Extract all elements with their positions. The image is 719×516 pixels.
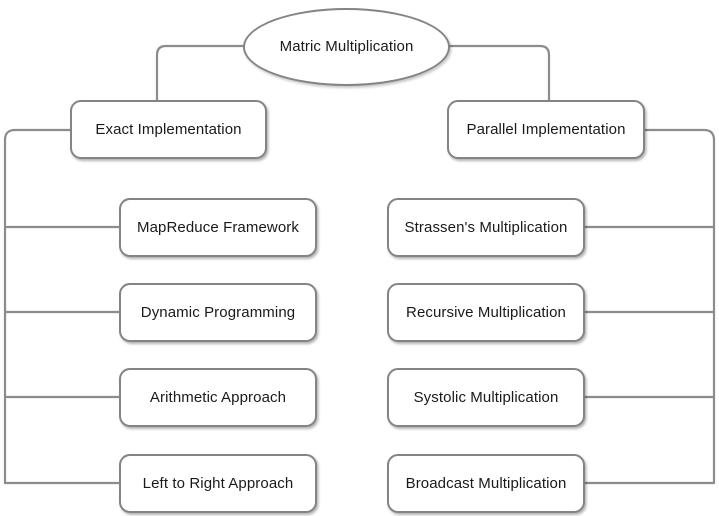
leaf-node-arithmetic-approach[interactable]: Arithmetic Approach xyxy=(119,368,317,427)
edge-root-to-parallel xyxy=(448,44,551,102)
branch-node-exact-implementation[interactable]: Exact Implementation xyxy=(70,100,267,159)
leaf-node-strassens-multiplication[interactable]: Strassen's Multiplication xyxy=(387,198,585,257)
leaf-node-systolic-multiplication[interactable]: Systolic Multiplication xyxy=(387,368,585,427)
leaf-node-dynamic-programming[interactable]: Dynamic Programming xyxy=(119,283,317,342)
root-node-matric-multiplication[interactable]: Matric Multiplication xyxy=(243,8,450,86)
leaf-node-broadcast-multiplication[interactable]: Broadcast Multiplication xyxy=(387,454,585,513)
leaf-node-recursive-multiplication[interactable]: Recursive Multiplication xyxy=(387,283,585,342)
edge-root-to-exact xyxy=(155,44,245,102)
leaf-node-mapreduce-framework[interactable]: MapReduce Framework xyxy=(119,198,317,257)
edge-right-trunk xyxy=(643,128,716,485)
leaf-node-left-to-right-approach[interactable]: Left to Right Approach xyxy=(119,454,317,513)
branch-node-parallel-implementation[interactable]: Parallel Implementation xyxy=(447,100,645,159)
edge-left-trunk xyxy=(3,128,72,485)
